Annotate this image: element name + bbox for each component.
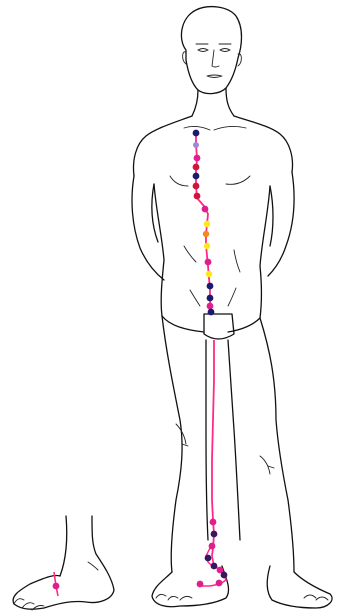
head xyxy=(181,7,241,94)
meridian-point-ankle-5 xyxy=(216,580,223,587)
meridian-point-foot-1 xyxy=(197,581,204,588)
meridian-point-abdomen-5 xyxy=(205,259,212,266)
meridian-point-shin-2 xyxy=(211,531,218,538)
hips xyxy=(162,314,260,339)
meridian-point-ankle-4 xyxy=(221,572,228,579)
meridian-point-ankle-1 xyxy=(205,555,212,562)
meridian-point-shin-1 xyxy=(210,519,217,526)
meridian-point-side-foot-1 xyxy=(53,583,60,590)
meridian-point-chest-7 xyxy=(194,193,201,200)
meridian-point-chest-2 xyxy=(193,142,199,148)
meridian-point-abdomen-4 xyxy=(204,243,210,249)
meridian-points xyxy=(53,130,228,590)
meridian-point-ankle-2 xyxy=(211,563,218,570)
meridian-point-chest-5 xyxy=(193,173,200,180)
side-foot-inset xyxy=(13,516,114,610)
meridian-point-abdomen-2 xyxy=(204,221,210,227)
meridian-point-chest-4 xyxy=(193,164,200,171)
meridian-point-chest-3 xyxy=(194,155,201,162)
meridian-point-abdomen-7 xyxy=(207,283,214,290)
feet xyxy=(152,566,332,608)
meridian-point-chest-6 xyxy=(193,183,200,190)
meridian-point-chest-1 xyxy=(193,130,200,137)
meridian-point-abdomen-9 xyxy=(207,303,214,310)
meridian-point-abdomen-3 xyxy=(203,231,209,237)
meridian-point-abdomen-8 xyxy=(207,295,214,302)
meridian-point-abdomen-10 xyxy=(208,309,215,316)
meridian-point-shin-3 xyxy=(209,543,216,550)
meridian-lines xyxy=(54,132,226,596)
torso xyxy=(134,88,293,318)
meridian-point-abdomen-6 xyxy=(206,271,212,277)
legs xyxy=(162,316,294,572)
meridian-point-abdomen-1 xyxy=(202,206,209,213)
